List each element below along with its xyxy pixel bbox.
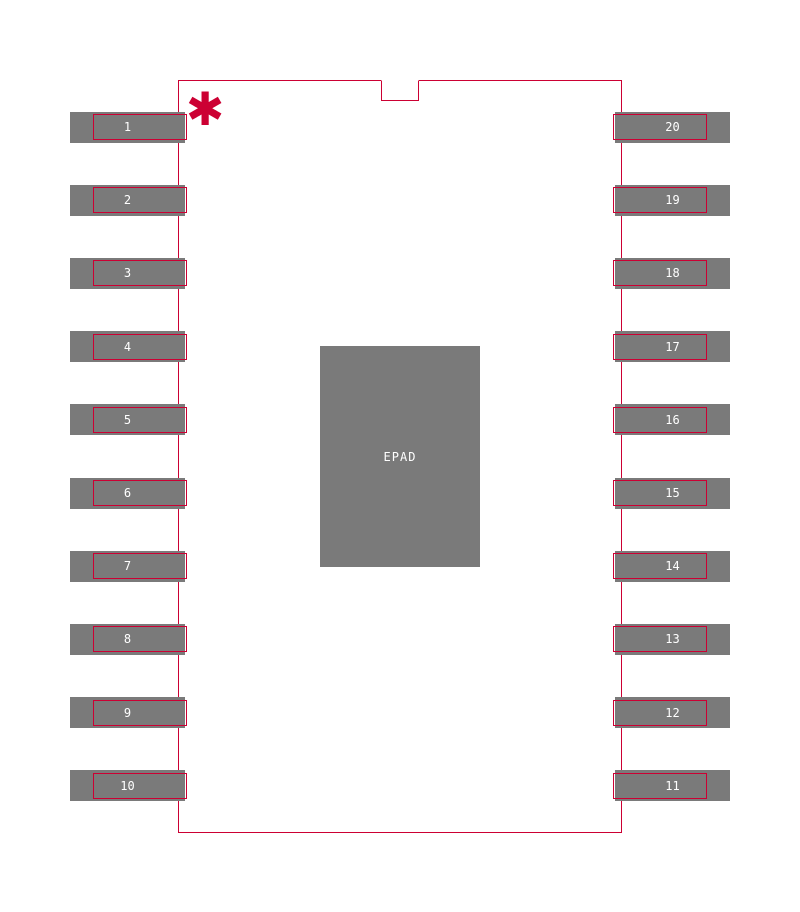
pin-1-pad <box>70 111 185 143</box>
pin-3-lead-outline <box>93 260 187 287</box>
pin-8-number: 8 <box>123 632 132 647</box>
pin-3-pad <box>70 257 185 289</box>
pin-14-lead-outline <box>613 553 707 580</box>
pin-5-lead-outline <box>93 406 187 433</box>
pin-14-number: 14 <box>665 559 680 574</box>
pin-20: 20 <box>613 111 730 143</box>
pin-11-pad <box>615 770 730 802</box>
pin-9-number: 9 <box>123 705 132 720</box>
pin-11-number: 11 <box>665 778 680 793</box>
pin-12-pad <box>615 697 730 729</box>
pin-2-number: 2 <box>123 193 132 208</box>
pin-12-number: 12 <box>665 705 680 720</box>
pin-15: 15 <box>613 477 730 509</box>
pin-8-pad <box>70 623 185 655</box>
pin-8-lead-outline <box>93 626 187 653</box>
pin-9-pad <box>70 697 185 729</box>
pin-5-number: 5 <box>123 412 132 427</box>
pin-1: 1 <box>70 111 187 143</box>
pin-20-pad <box>615 111 730 143</box>
pin-15-lead-outline <box>613 480 707 506</box>
pin-17-number: 17 <box>665 339 680 354</box>
pin-4-number: 4 <box>123 339 132 354</box>
pin-16-lead-outline <box>613 406 707 433</box>
pin-3-number: 3 <box>123 266 132 281</box>
pin-6: 6 <box>70 477 187 509</box>
pin-4-lead-outline <box>93 333 187 360</box>
pin-18: 18 <box>613 257 730 289</box>
pin-16-pad <box>615 404 730 436</box>
pin-20-lead-outline <box>613 114 707 140</box>
pin-19-number: 19 <box>665 193 680 208</box>
pin-11-lead-outline <box>613 772 707 799</box>
pin-18-pad <box>615 257 730 289</box>
pin-16-number: 16 <box>665 412 680 427</box>
pin-6-number: 6 <box>123 486 132 500</box>
pin-11: 11 <box>613 770 730 802</box>
pin-19: 19 <box>613 184 730 216</box>
pin-13-pad <box>615 623 730 655</box>
pin-6-pad <box>70 477 185 509</box>
pin-17-lead-outline <box>613 333 707 360</box>
pin-13-number: 13 <box>665 632 680 647</box>
pin-15-pad <box>615 477 730 509</box>
pin-13: 13 <box>613 623 730 655</box>
pin-19-lead-outline <box>613 187 707 214</box>
pin-19-pad <box>615 184 730 216</box>
pin-8: 8 <box>70 623 187 655</box>
pin-7: 7 <box>70 550 187 582</box>
pin-2-lead-outline <box>93 187 187 214</box>
pin-3: 3 <box>70 257 187 289</box>
pin-18-number: 18 <box>665 266 680 281</box>
pin-2: 2 <box>70 184 187 216</box>
pin-14-pad <box>615 550 730 582</box>
pin-17-pad <box>615 331 730 363</box>
pin-1-number: 1 <box>123 120 132 134</box>
pin-10: 10 <box>70 770 187 802</box>
pin1-notch <box>381 80 419 101</box>
pin-5-pad <box>70 404 185 436</box>
pin-7-number: 7 <box>123 559 132 574</box>
pin-9-lead-outline <box>93 699 187 726</box>
pin-10-lead-outline <box>93 772 187 799</box>
pin-10-pad <box>70 770 185 802</box>
pin-10-number: 10 <box>120 778 135 793</box>
pin-5: 5 <box>70 404 187 436</box>
pin-12-lead-outline <box>613 699 707 726</box>
pin-12: 12 <box>613 697 730 729</box>
pin-6-lead-outline <box>93 480 187 506</box>
pin1-marker-icon: ✱ <box>185 82 225 136</box>
pin-4: 4 <box>70 331 187 363</box>
pin-7-lead-outline <box>93 553 187 580</box>
pin-15-number: 15 <box>665 486 680 500</box>
pin-18-lead-outline <box>613 260 707 287</box>
pin-7-pad <box>70 550 185 582</box>
pin-13-lead-outline <box>613 626 707 653</box>
pin-17: 17 <box>613 331 730 363</box>
pin-20-number: 20 <box>665 120 680 134</box>
exposed-pad: EPAD <box>320 346 480 567</box>
pin-9: 9 <box>70 697 187 729</box>
exposed-pad-label: EPAD <box>383 449 417 464</box>
pin-1-lead-outline <box>93 114 187 140</box>
pin-16: 16 <box>613 404 730 436</box>
pin-4-pad <box>70 331 185 363</box>
pin-2-pad <box>70 184 185 216</box>
pin-14: 14 <box>613 550 730 582</box>
